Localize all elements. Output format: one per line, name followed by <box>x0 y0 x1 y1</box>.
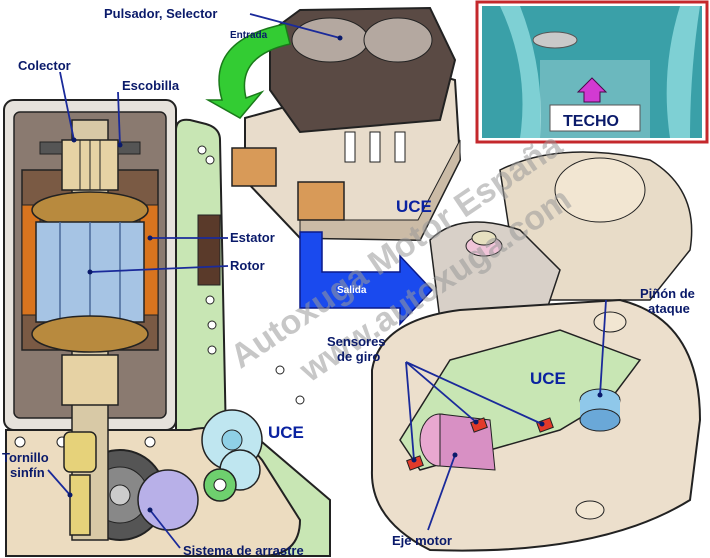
salida-arrow <box>299 231 434 326</box>
label-tornillo: Tornillo <box>2 450 49 465</box>
switch-and-uce-box <box>231 6 462 242</box>
label-rotor: Rotor <box>230 258 265 273</box>
label-eje-motor: Eje motor <box>392 533 452 548</box>
label-entrada: Entrada <box>230 30 268 41</box>
label-techo: TECHO <box>563 113 619 130</box>
label-uce-left: UCE <box>268 423 304 442</box>
label-sinfin: sinfín <box>10 465 45 480</box>
label-sensores: Sensores <box>327 334 386 349</box>
techo-button <box>549 104 641 132</box>
label-ataque: ataque <box>648 301 690 316</box>
car-roof-inset <box>475 0 709 144</box>
gearbox-plate <box>5 409 302 557</box>
label-uce-box: UCE <box>396 197 432 216</box>
label-pinon: Piñón de <box>640 286 695 301</box>
label-pulsador: Pulsador, Selector <box>104 6 217 21</box>
label-uce-right: UCE <box>530 369 566 388</box>
gear-motor-assembly <box>370 151 702 552</box>
label-salida: Salida <box>337 285 367 296</box>
leader-lines <box>47 13 607 549</box>
entrada-arrow <box>205 23 291 119</box>
label-estator: Estator <box>230 230 275 245</box>
label-de-giro: de giro <box>337 349 380 364</box>
label-escobilla: Escobilla <box>122 78 180 93</box>
label-sistema: Sistema de arrastre <box>183 543 304 558</box>
label-colector: Colector <box>18 58 71 73</box>
